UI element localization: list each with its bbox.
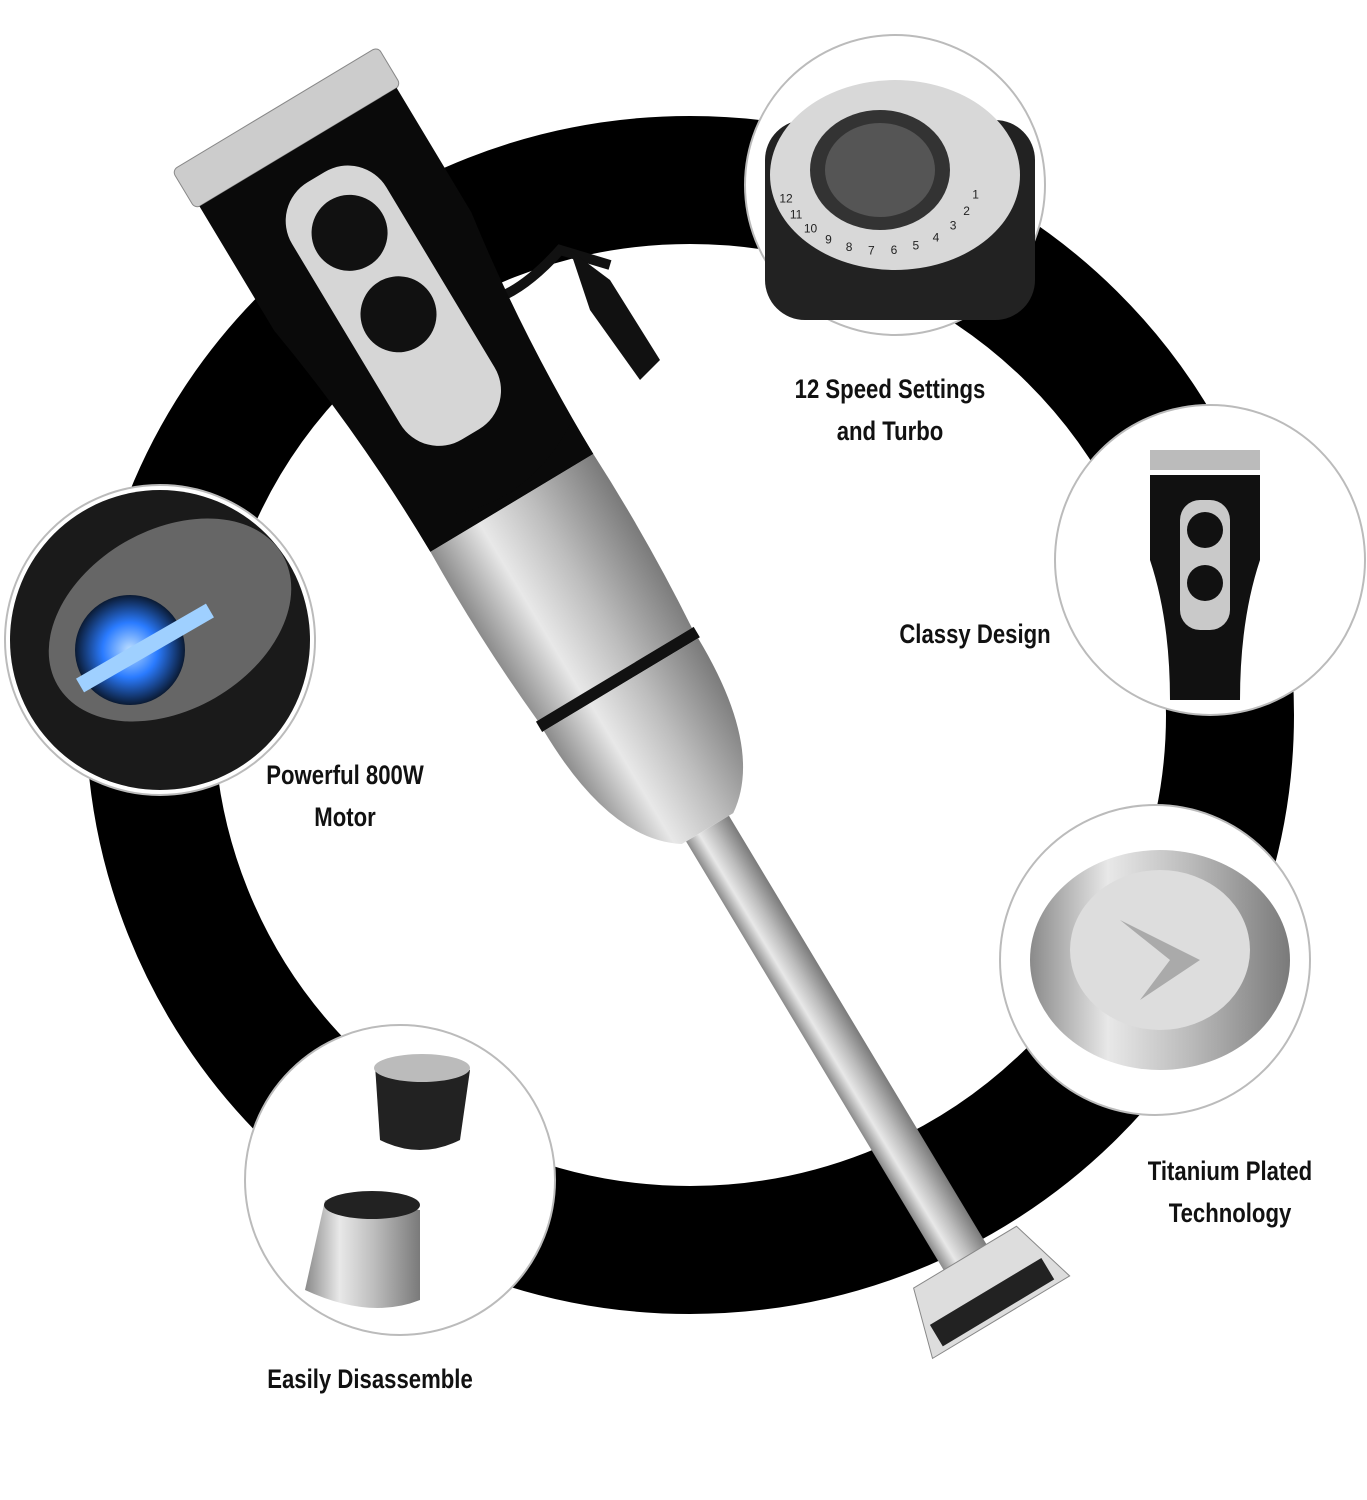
speed-dial-thumbnail <box>744 34 1046 336</box>
label-classy-design: Classy Design <box>864 613 1085 655</box>
dial-number: 10 <box>804 222 818 236</box>
dial-number: 6 <box>891 243 898 257</box>
dial-number: 2 <box>963 204 970 218</box>
label-speed-line2: and Turbo <box>836 416 944 446</box>
titanium-blade-thumbnail <box>999 804 1311 1116</box>
label-titanium-line2: Technology <box>1168 1198 1292 1228</box>
dial-number: 7 <box>868 244 875 258</box>
dial-number: 12 <box>779 191 793 205</box>
label-motor: Powerful 800W Motor <box>234 754 455 838</box>
motor-thumbnail <box>4 484 316 796</box>
label-titanium: Titanium Plated Technology <box>1123 1150 1336 1234</box>
label-speed-settings: 12 Speed Settings and Turbo <box>767 368 1013 452</box>
label-motor-line2: Motor <box>314 802 376 832</box>
dial-number: 9 <box>825 233 832 247</box>
label-motor-line1: Powerful 800W <box>266 760 424 790</box>
dial-number: 3 <box>950 219 957 233</box>
label-disassemble: Easily Disassemble <box>247 1358 493 1400</box>
dial-number: 8 <box>846 240 853 254</box>
dial-number: 11 <box>790 208 803 222</box>
label-speed-line1: 12 Speed Settings <box>794 374 986 404</box>
label-titanium-line1: Titanium Plated <box>1147 1156 1313 1186</box>
dial-number: 4 <box>933 230 940 244</box>
hand-blender <box>173 48 1071 1360</box>
dial-number: 5 <box>912 239 919 253</box>
disassemble-thumbnail <box>244 1024 556 1336</box>
label-design-line1: Classy Design <box>899 619 1051 649</box>
classy-design-thumbnail <box>1054 404 1366 716</box>
dial-number: 1 <box>972 187 979 201</box>
label-disassemble-line1: Easily Disassemble <box>267 1364 473 1394</box>
